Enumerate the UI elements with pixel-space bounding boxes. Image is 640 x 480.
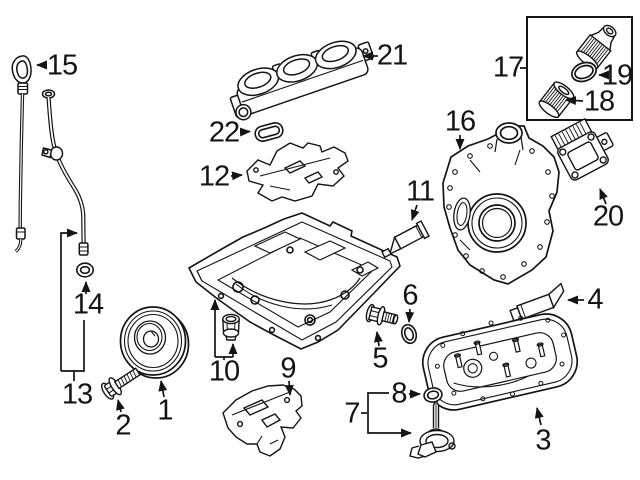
callout-label-13: 13 xyxy=(61,378,93,411)
callout-label-16: 16 xyxy=(444,105,476,138)
part-crankshaft-pulley xyxy=(119,306,190,379)
part-valve-cover-gasket xyxy=(254,121,284,143)
part-timing-cover xyxy=(442,122,560,285)
part-tube-seal-ring xyxy=(76,262,95,278)
callout-leader-lines xyxy=(36,51,609,438)
callout-label-14: 14 xyxy=(72,288,104,321)
callout-label-18: 18 xyxy=(583,85,615,118)
part-sensor-oring xyxy=(423,387,443,403)
callout-label-12: 12 xyxy=(198,160,230,193)
callout-label-2: 2 xyxy=(115,409,131,442)
callout-label-9: 9 xyxy=(280,352,296,385)
part-dipstick-tube xyxy=(41,89,89,256)
callout-label-19: 19 xyxy=(601,59,633,92)
part-engine-oil-dipstick xyxy=(11,55,32,253)
part-oil-cooler xyxy=(550,117,614,181)
part-upper-pan-drain-plug xyxy=(222,313,240,341)
part-pulley-bolt xyxy=(101,367,141,400)
callout-label-3: 3 xyxy=(535,424,551,457)
callout-label-22: 22 xyxy=(208,116,240,149)
part-drain-plug-seal xyxy=(400,323,418,345)
callout-label-6: 6 xyxy=(402,279,418,312)
part-lower-oil-pan xyxy=(421,313,579,411)
part-support-bracket xyxy=(222,384,303,457)
callout-label-20: 20 xyxy=(592,200,624,233)
part-oil-baffle xyxy=(246,142,349,202)
callout-label-5: 5 xyxy=(372,342,388,375)
callout-label-15: 15 xyxy=(46,49,78,82)
part-oil-level-sensor xyxy=(409,399,456,459)
callout-label-17: 17 xyxy=(492,51,524,84)
callout-label-7: 7 xyxy=(344,397,360,430)
part-filter-cap-oring xyxy=(571,61,597,83)
callout-label-10: 10 xyxy=(208,355,240,388)
part-valve-cover xyxy=(229,40,374,121)
callout-label-11: 11 xyxy=(405,175,435,208)
part-oil-filter-element xyxy=(538,81,575,119)
callout-label-1: 1 xyxy=(157,394,173,427)
part-drain-plug xyxy=(365,303,399,326)
callout-label-21: 21 xyxy=(376,39,408,72)
part-upper-oil-pan xyxy=(187,212,401,350)
callout-label-8: 8 xyxy=(391,377,407,410)
callout-label-4: 4 xyxy=(587,283,603,316)
part-sealant-tube-small xyxy=(381,220,430,259)
